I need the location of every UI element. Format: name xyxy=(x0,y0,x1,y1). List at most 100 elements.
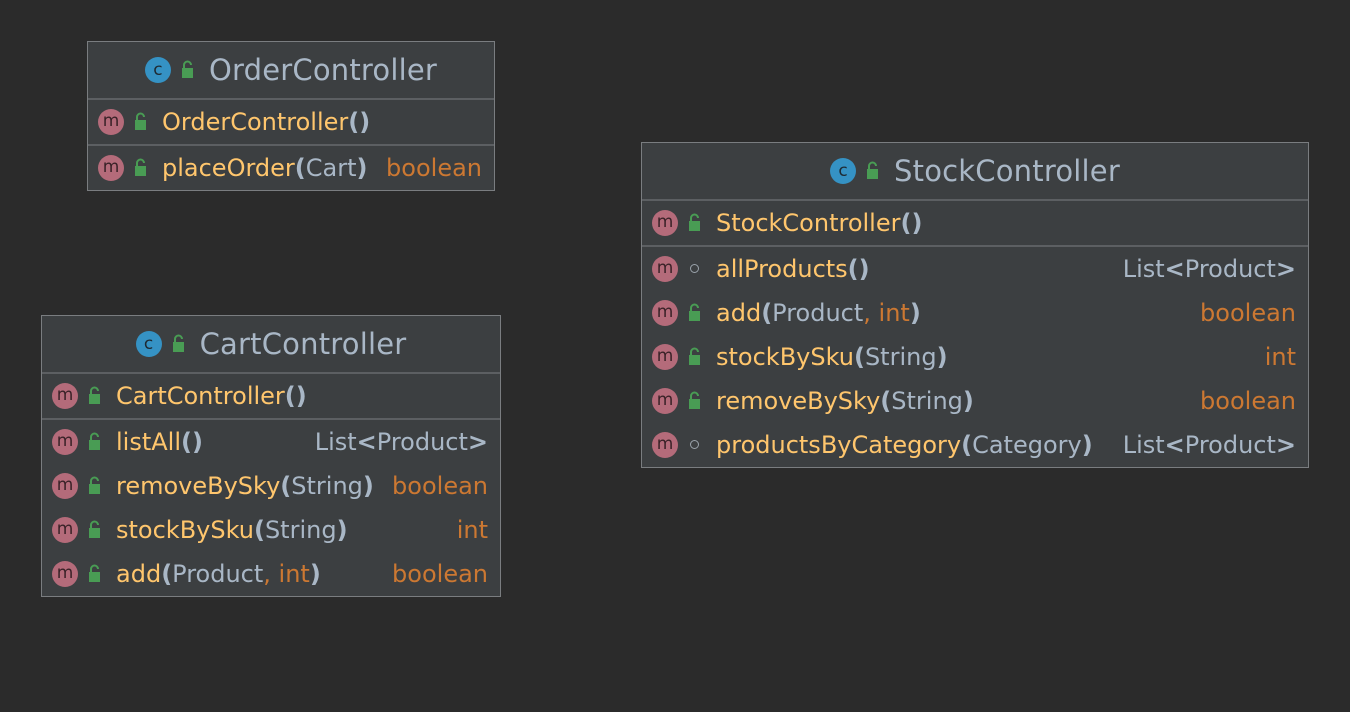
open-paren: ( xyxy=(853,343,865,371)
class-name: OrderController xyxy=(208,53,438,87)
method-signature: allProducts() xyxy=(716,255,1113,283)
close-paren: ) xyxy=(336,516,348,544)
close-paren: ) xyxy=(936,343,948,371)
method-icon: m xyxy=(98,155,124,181)
return-type-base: List xyxy=(1122,255,1165,283)
method-row-place-order[interactable]: m placeOrder(Cart) boolean xyxy=(88,146,494,190)
generic-open: < xyxy=(1164,255,1185,283)
return-type: boolean xyxy=(386,154,482,182)
public-lock-icon xyxy=(170,333,188,355)
class-name: StockController xyxy=(894,154,1120,188)
return-type: boolean xyxy=(392,560,488,588)
public-lock-icon xyxy=(86,431,104,453)
return-type-base: List xyxy=(1122,431,1165,459)
public-lock-icon xyxy=(686,302,704,324)
class-icon: c xyxy=(144,57,171,83)
method-name: removeBySky xyxy=(716,387,881,415)
constructor-row[interactable]: m OrderController() xyxy=(88,100,494,144)
generic-close: > xyxy=(467,428,488,456)
method-signature: listAll() xyxy=(116,428,305,456)
method-row-remove-by-sky[interactable]: m removeBySky(String) boolean xyxy=(42,464,500,508)
param-type: Cart xyxy=(305,154,357,182)
constructor-row[interactable]: m StockController() xyxy=(642,201,1308,245)
open-paren: ( xyxy=(253,516,265,544)
return-type: List<Product> xyxy=(315,428,488,456)
return-type-base: List xyxy=(314,428,357,456)
method-signature: removeBySky(String) xyxy=(716,387,1190,415)
param-type: Product xyxy=(772,299,864,327)
method-signature: add(Product, int) xyxy=(716,299,1190,327)
param-type: Product xyxy=(172,560,264,588)
method-row-list-all[interactable]: m listAll() List<Product> xyxy=(42,420,500,464)
constructor-name: CartController xyxy=(116,382,285,410)
class-header: c CartController xyxy=(42,316,500,374)
method-signature: stockBySku(String) xyxy=(716,343,1255,371)
method-icon: m xyxy=(52,383,78,409)
close-paren: ) xyxy=(911,209,923,237)
public-lock-icon xyxy=(179,59,197,81)
open-paren: ( xyxy=(761,299,773,327)
class-box-order-controller[interactable]: c OrderController m OrderController() m p… xyxy=(87,41,495,191)
generic-open: < xyxy=(356,428,377,456)
method-name: allProducts xyxy=(716,255,848,283)
param-type: Category xyxy=(972,431,1082,459)
close-paren: ) xyxy=(1081,431,1093,459)
open-paren: ( xyxy=(280,472,292,500)
open-paren: ( xyxy=(847,255,859,283)
return-type: boolean xyxy=(392,472,488,500)
method-signature: stockBySku(String) xyxy=(116,516,447,544)
method-signature: placeOrder(Cart) xyxy=(162,154,376,182)
method-icon: m xyxy=(52,429,78,455)
public-lock-icon xyxy=(86,475,104,497)
method-name: stockBySku xyxy=(716,343,854,371)
constructor-section: m OrderController() xyxy=(88,100,494,146)
method-icon: m xyxy=(652,256,678,282)
open-paren: ( xyxy=(880,387,892,415)
open-paren: ( xyxy=(161,560,173,588)
open-paren: ( xyxy=(284,382,296,410)
constructor-row[interactable]: m CartController() xyxy=(42,374,500,418)
public-lock-icon xyxy=(132,111,150,133)
param-type: String xyxy=(864,343,937,371)
public-lock-icon xyxy=(686,346,704,368)
return-type: List<Product> xyxy=(1123,431,1296,459)
public-lock-icon xyxy=(86,563,104,585)
class-header: c OrderController xyxy=(88,42,494,100)
constructor-section: m CartController() xyxy=(42,374,500,420)
method-icon: m xyxy=(652,388,678,414)
generic-close: > xyxy=(1275,255,1296,283)
method-icon: m xyxy=(652,210,678,236)
method-row-all-products[interactable]: m allProducts() List<Product> xyxy=(642,247,1308,291)
methods-section: m placeOrder(Cart) boolean xyxy=(88,146,494,190)
constructor-section: m StockController() xyxy=(642,201,1308,247)
return-type-arg: Product xyxy=(1184,431,1276,459)
method-icon: m xyxy=(652,432,678,458)
method-icon: m xyxy=(52,473,78,499)
generic-open: < xyxy=(1164,431,1185,459)
method-icon: m xyxy=(98,109,124,135)
param-separator: , xyxy=(263,560,279,588)
return-type: List<Product> xyxy=(1123,255,1296,283)
method-name: listAll xyxy=(116,428,182,456)
return-type-arg: Product xyxy=(1184,255,1276,283)
param-type: String xyxy=(264,516,337,544)
method-signature: removeBySky(String) xyxy=(116,472,382,500)
return-type: int xyxy=(456,516,488,544)
method-name: productsByCategory xyxy=(716,431,962,459)
constructor-name: StockController xyxy=(716,209,901,237)
method-name: add xyxy=(716,299,762,327)
public-lock-icon xyxy=(686,390,704,412)
method-icon: m xyxy=(52,561,78,587)
open-paren: ( xyxy=(181,428,192,456)
param-separator: , xyxy=(863,299,879,327)
